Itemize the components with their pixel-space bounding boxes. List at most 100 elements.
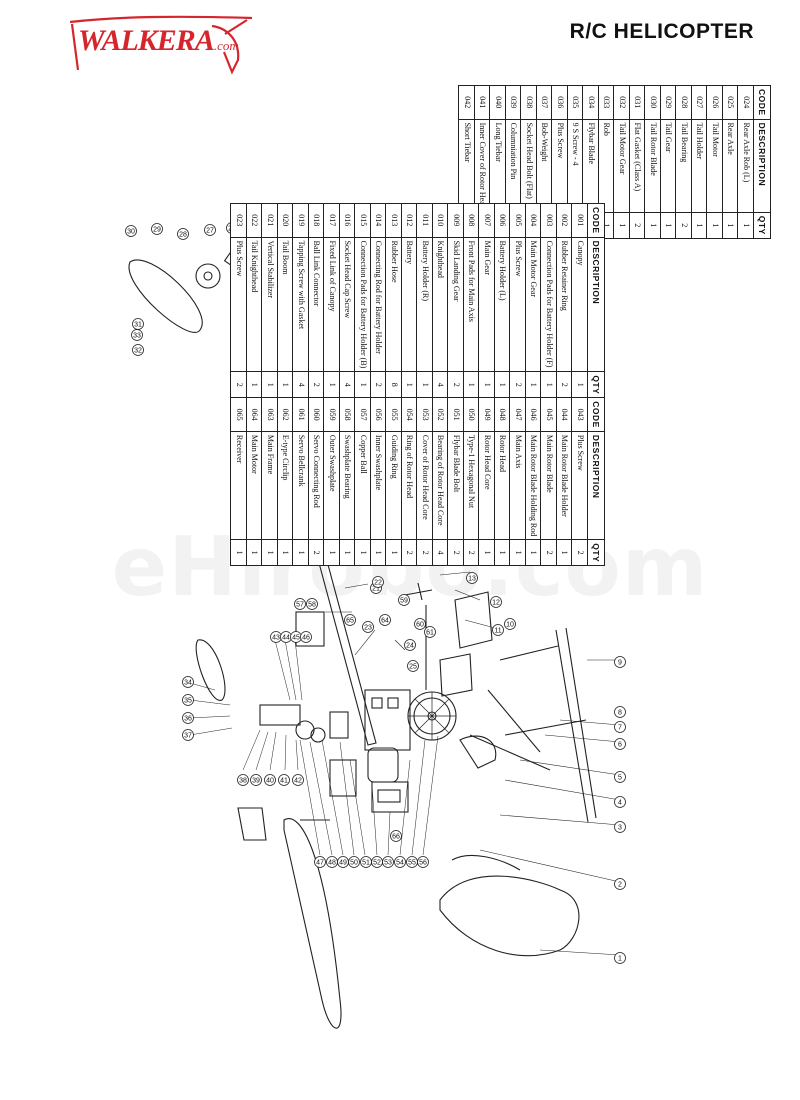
callout-number: 32 xyxy=(134,347,142,354)
callout-circle xyxy=(490,596,502,608)
qty-header: QTY xyxy=(587,371,605,398)
callout-number: 50 xyxy=(350,859,358,866)
part-code: 049 xyxy=(479,397,495,432)
part-description: Tapping Screw with Gasket xyxy=(293,237,309,372)
callout-number: 9 xyxy=(618,659,622,666)
part-description: Skid Landing Gear xyxy=(448,237,464,372)
part-qty: 1 xyxy=(525,371,541,398)
callout-number: 40 xyxy=(266,777,274,784)
part-qty: 2 xyxy=(448,371,464,398)
callout-circle xyxy=(132,344,144,356)
callout-circle xyxy=(278,774,290,786)
part-description: Connection Pads for Battery Holder (F) xyxy=(541,237,557,372)
part-code: 033 xyxy=(598,85,614,120)
part-code: 032 xyxy=(614,85,630,120)
part-description: Battery Holder (L) xyxy=(494,237,510,372)
callout-circle xyxy=(306,598,318,610)
callout-number: 29 xyxy=(153,226,161,233)
part-code: 013 xyxy=(386,203,402,238)
part-qty: 1 xyxy=(417,371,433,398)
callout-number: 57 xyxy=(296,601,304,608)
part-code: 047 xyxy=(510,397,526,432)
part-qty: 8 xyxy=(386,371,402,398)
callout-number: 34 xyxy=(184,679,192,686)
part-code: 053 xyxy=(417,397,433,432)
part-description: Front Pads for Main Axis xyxy=(463,237,479,372)
callout-circle xyxy=(300,631,312,643)
part-description: Tail Knighthead xyxy=(246,237,262,372)
part-description: Main Rotor Blade Holding Rod xyxy=(525,431,541,540)
flybar-blade xyxy=(237,807,267,841)
main-frame xyxy=(364,689,411,751)
page-title: R/C HELICOPTER xyxy=(569,20,754,43)
part-qty: 2 xyxy=(572,539,588,566)
part-description: Canopy xyxy=(572,237,588,372)
part-code: 011 xyxy=(417,203,433,238)
callout-circle xyxy=(348,856,360,868)
part-qty: 1 xyxy=(691,212,707,239)
callout-circle xyxy=(417,856,429,868)
part-qty: 1 xyxy=(370,539,386,566)
part-code: 012 xyxy=(401,203,417,238)
part-qty: 1 xyxy=(556,539,572,566)
part-qty: 1 xyxy=(494,539,510,566)
callout-number: 43 xyxy=(272,634,280,641)
part-qty: 1 xyxy=(324,539,340,566)
part-qty: 1 xyxy=(324,371,340,398)
part-qty: 2 xyxy=(308,371,324,398)
description-header: DESCRIPTION xyxy=(753,119,771,213)
callout-circle xyxy=(614,952,626,964)
part-description: Socket Head Cap Screw xyxy=(339,237,355,372)
callout-number: 46 xyxy=(302,634,310,641)
part-code: 064 xyxy=(246,397,262,432)
part-description: Vertical Stabilizer xyxy=(262,237,278,372)
callout-number: 6 xyxy=(618,741,622,748)
callout-number: 58 xyxy=(308,601,316,608)
callout-number: 47 xyxy=(316,859,324,866)
part-qty: 1 xyxy=(738,212,754,239)
part-description: Flybar Blade xyxy=(583,119,599,213)
tail-gear xyxy=(195,263,221,289)
callout-number: 41 xyxy=(280,777,288,784)
callout-circle xyxy=(614,738,626,750)
part-description: Swashplate Bearing xyxy=(339,431,355,540)
part-qty: 1 xyxy=(262,371,278,398)
servo-top xyxy=(295,611,325,647)
description-header: DESCRIPTION xyxy=(587,431,605,540)
part-qty: 2 xyxy=(370,371,386,398)
part-code: 037 xyxy=(536,85,552,120)
part-qty: 1 xyxy=(494,371,510,398)
part-description: Cover of Rotor Head Core xyxy=(417,431,433,540)
callout-circle xyxy=(398,594,410,606)
callout-circle xyxy=(182,694,194,706)
skid-landing-gear xyxy=(555,627,597,823)
part-description: Copper Ball xyxy=(355,431,371,540)
callout-circle xyxy=(151,223,163,235)
callout-number: 53 xyxy=(384,859,392,866)
part-code: 054 xyxy=(401,397,417,432)
callout-circle xyxy=(504,618,516,630)
callout-circle xyxy=(292,774,304,786)
logo-wordmark: WALKERA.com xyxy=(78,24,239,57)
part-description: Tail Boom xyxy=(277,237,293,372)
callout-circle xyxy=(614,771,626,783)
part-description: Short Tiebar xyxy=(459,119,475,213)
part-code: 063 xyxy=(262,397,278,432)
callout-number: 22 xyxy=(374,579,382,586)
part-description: Main Frame xyxy=(262,431,278,540)
part-code: 007 xyxy=(479,203,495,238)
callout-circle xyxy=(131,329,143,341)
part-qty: 4 xyxy=(293,371,309,398)
part-code: 014 xyxy=(370,203,386,238)
part-qty: 2 xyxy=(556,371,572,398)
callout-number: 49 xyxy=(339,859,347,866)
